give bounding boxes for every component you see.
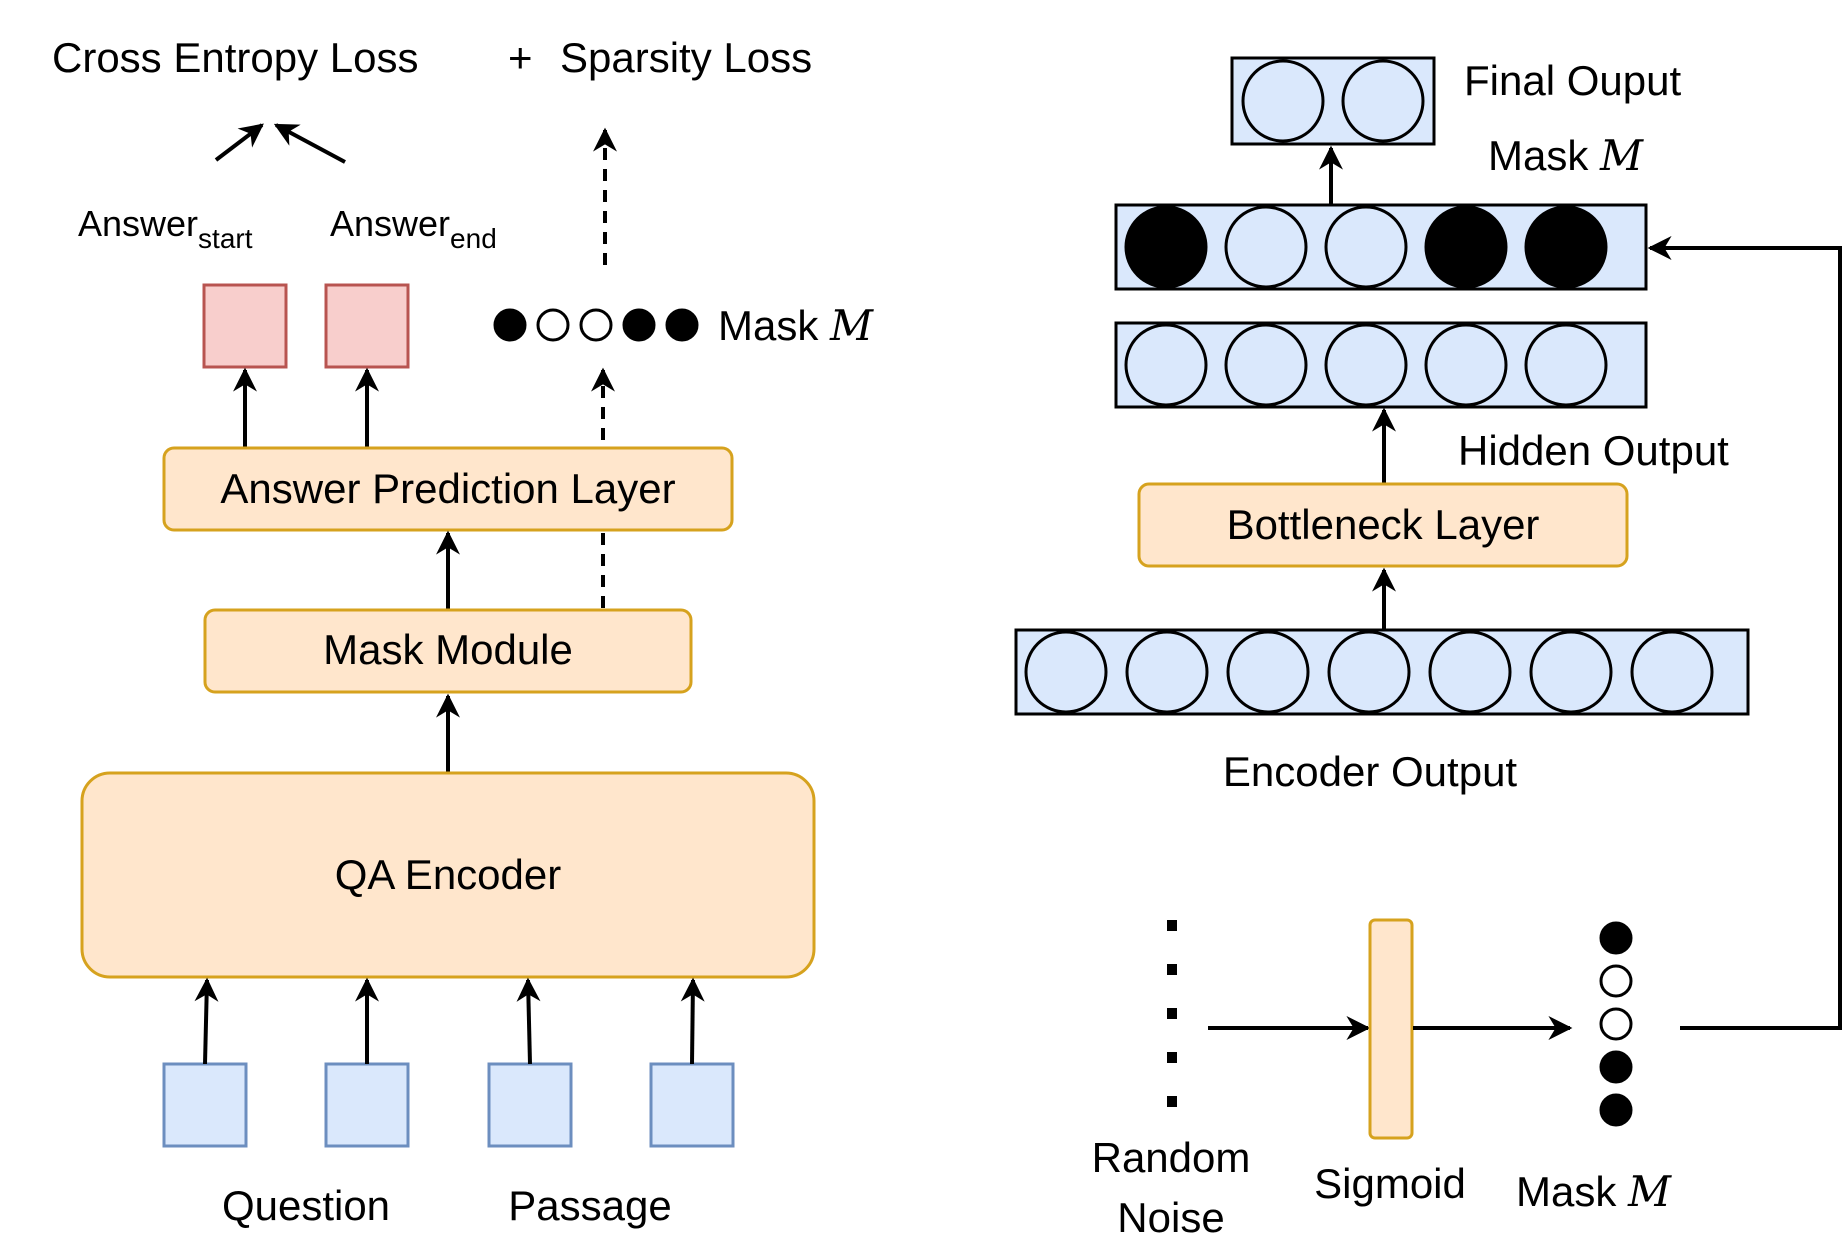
answer-end-sub: end: [450, 223, 497, 254]
encoder-output-circles: [1024, 630, 1714, 714]
encoder-output-label: Encoder Output: [1223, 748, 1518, 795]
answer-prediction-layer-label: Answer Prediction Layer: [220, 465, 675, 512]
bottom-mask-circle-4: [1599, 1050, 1633, 1084]
hidden-output-circles: [1124, 323, 1608, 407]
encoder-output-circle-6: [1529, 630, 1613, 714]
plus-sign: +: [508, 34, 533, 81]
encoder-output-circle-1: [1024, 630, 1108, 714]
sigmoid-label: Sigmoid: [1314, 1160, 1466, 1207]
left-mask-circle-3: [579, 308, 613, 342]
left-mask-symbol: M: [829, 301, 874, 350]
sparsity-loss-label: Sparsity Loss: [560, 34, 812, 81]
random-noise-label-line2: Noise: [1117, 1194, 1224, 1241]
hidden-output-circle-4: [1424, 323, 1508, 407]
mask-row-circle-5: [1524, 205, 1608, 289]
cross-entropy-loss-label: Cross Entropy Loss: [52, 34, 418, 81]
left-mask-label: Mask M: [718, 301, 874, 350]
answer-start-sub: start: [198, 223, 253, 254]
right-panel: Final Ouput Mask M Hidden Output Bottlen…: [1014, 56, 1842, 1241]
question-input-box-2: [324, 1062, 410, 1148]
bottleneck-layer-label: Bottleneck Layer: [1227, 501, 1540, 548]
encoder-output-circle-7: [1630, 630, 1714, 714]
answer-start-base: Answer: [78, 203, 198, 244]
hidden-output-circle-5: [1524, 323, 1608, 407]
question-label: Question: [222, 1182, 390, 1229]
passage-input-box-1: [487, 1062, 573, 1148]
bottom-mask-text: Mask: [1516, 1168, 1617, 1215]
arrow-input1-to-encoder: [194, 977, 219, 1065]
encoder-output-circle-4: [1327, 630, 1411, 714]
arrow-input3-to-encoder: [516, 977, 541, 1065]
left-mask-circle-5: [665, 308, 699, 342]
bottom-mask-circle-2: [1599, 964, 1633, 998]
answer-end-label: Answerend: [330, 203, 497, 254]
bottom-mask-label: Mask M: [1516, 1167, 1672, 1216]
sigmoid-box: [1368, 918, 1414, 1140]
question-input-box-1: [162, 1062, 248, 1148]
right-mask-row-text: Mask: [1488, 132, 1589, 179]
mask-module-label: Mask Module: [323, 626, 573, 673]
right-mask-row-label: Mask M: [1488, 131, 1644, 180]
mask-row-circles: [1124, 205, 1608, 289]
left-mask-circles: [493, 308, 699, 342]
left-mask-circle-1: [493, 308, 527, 342]
mask-row-circle-2: [1224, 205, 1308, 289]
answer-start-label: Answerstart: [78, 203, 253, 254]
qa-encoder-label: QA Encoder: [335, 851, 561, 898]
encoder-output-circle-3: [1226, 630, 1310, 714]
answer-start-output-box: [202, 283, 288, 369]
final-output-label: Final Ouput: [1464, 57, 1681, 104]
encoder-output-circle-5: [1428, 630, 1512, 714]
mask-row-circle-4: [1424, 205, 1508, 289]
left-panel: Cross Entropy Loss + Sparsity Loss Answe…: [52, 34, 874, 1229]
arrow-mask-feedback: [1647, 236, 1842, 1030]
hidden-output-label: Hidden Output: [1458, 427, 1729, 474]
hidden-output-circle-2: [1224, 323, 1308, 407]
bottleneck-layer-box: [1137, 482, 1629, 568]
answer-end-base: Answer: [330, 203, 450, 244]
hidden-output-circle-1: [1124, 323, 1208, 407]
bottom-mask-circles: [1599, 921, 1633, 1127]
arrow-start-to-loss: [214, 123, 264, 162]
bottom-mask-symbol: M: [1627, 1167, 1672, 1216]
hidden-output-circle-3: [1324, 323, 1408, 407]
final-output-circle-2: [1341, 59, 1425, 143]
left-mask-circle-2: [536, 308, 570, 342]
final-output-circles: [1241, 59, 1425, 143]
left-mask-circle-4: [622, 308, 656, 342]
bottom-mask-circle-5: [1599, 1093, 1633, 1127]
final-output-circle-1: [1241, 59, 1325, 143]
answer-end-output-box: [324, 283, 410, 369]
left-mask-text: Mask: [718, 302, 819, 349]
arrow-end-to-loss: [273, 123, 346, 164]
random-noise-label-line1: Random: [1092, 1134, 1251, 1181]
arrow-input4-to-encoder: [680, 977, 705, 1065]
passage-input-box-2: [649, 1062, 735, 1148]
qa-encoder-box: [80, 771, 816, 979]
mask-row-circle-3: [1324, 205, 1408, 289]
mask-row-circle-1: [1124, 205, 1208, 289]
bottom-mask-circle-3: [1599, 1007, 1633, 1041]
passage-label: Passage: [508, 1182, 671, 1229]
encoder-output-circle-2: [1125, 630, 1209, 714]
mask-module-box: [203, 608, 693, 694]
bottom-mask-circle-1: [1599, 921, 1633, 955]
answer-prediction-layer-box: [162, 446, 734, 532]
right-mask-row-symbol: M: [1599, 131, 1644, 180]
